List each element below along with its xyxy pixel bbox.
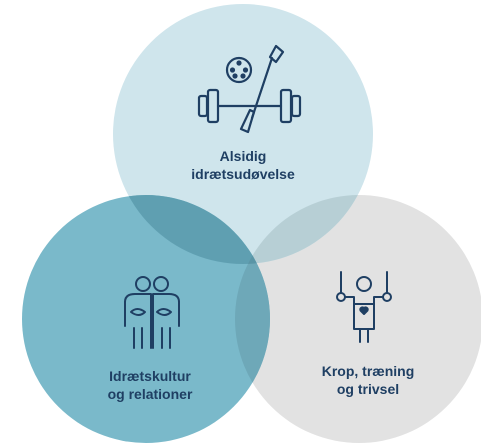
- barbell-icon: [197, 88, 302, 124]
- overlap-top-left: [113, 195, 270, 264]
- film-reel-icon: [225, 56, 253, 84]
- left-label-line-2: og relationer: [107, 386, 193, 402]
- top-circle-label: Alsidig idrætsudøvelse: [168, 147, 318, 183]
- top-label-line-1: Alsidig: [219, 148, 267, 164]
- top-label-line-2: idrætsudøvelse: [191, 166, 295, 182]
- paddle-icon: [239, 44, 285, 134]
- circle-right: [235, 195, 481, 443]
- circle-top: [113, 4, 373, 264]
- right-label-line-1: Krop, træning: [321, 363, 415, 379]
- right-label-line-2: og trivsel: [336, 381, 400, 397]
- left-circle-label: Idrætskultur og relationer: [80, 367, 220, 403]
- right-circle-label: Krop, træning og trivsel: [293, 362, 443, 398]
- left-label-line-1: Idrætskultur: [109, 368, 191, 384]
- top-icons: [197, 44, 302, 134]
- gymnast-rings-icon: [336, 271, 392, 343]
- two-people-icon: [124, 276, 180, 349]
